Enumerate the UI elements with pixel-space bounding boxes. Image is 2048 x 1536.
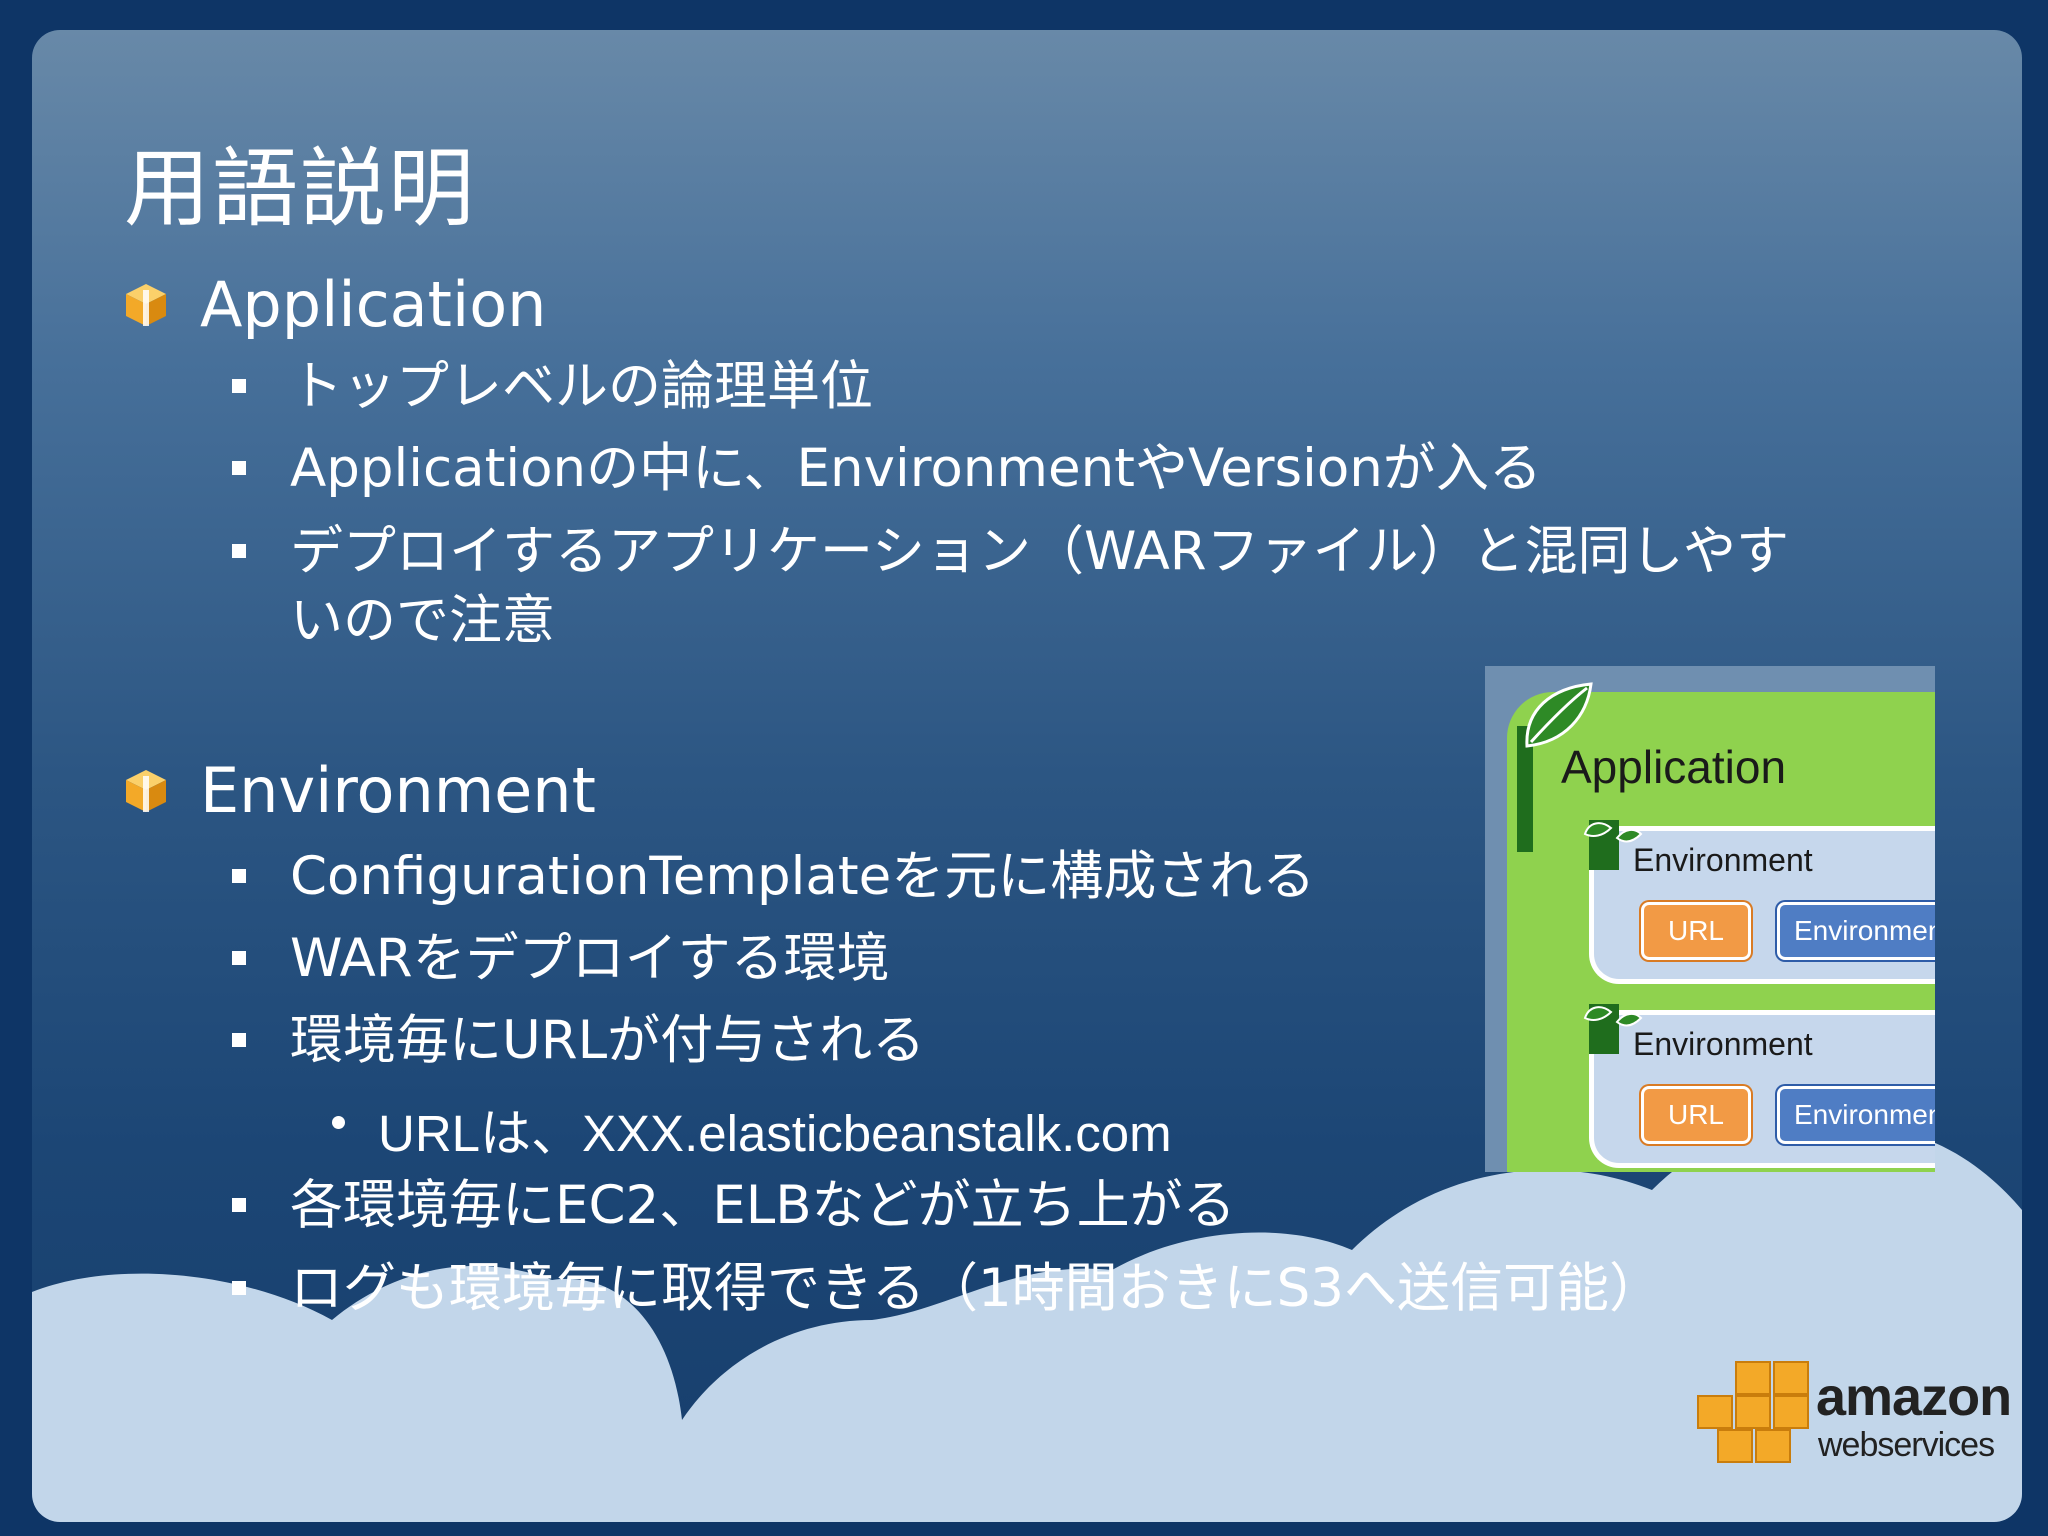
leaf-icon [1525, 682, 1593, 748]
slide: 用語説明 Application トップレベルの論理単位 Application… [32, 30, 2022, 1522]
square-bullet [232, 951, 246, 965]
environment-button: Environment [1777, 902, 1935, 960]
square-bullet [232, 544, 246, 558]
bullet-item: ConfigurationTemplateを元に構成される [290, 846, 1316, 907]
section-heading-application: Application [200, 268, 547, 341]
square-bullet [232, 1281, 246, 1295]
bullet-item: WARをデプロイする環境 [290, 928, 890, 989]
square-bullet [232, 461, 246, 475]
beanstalk-diagram: Application Environment URL Environment … [1485, 666, 1935, 1172]
bullet-item: デプロイするアプリケーション（WARファイル）と混同しやす [290, 521, 1789, 582]
environment-button: Environment [1777, 1086, 1935, 1144]
cloud-background [32, 1116, 2022, 1522]
bullet-item-continuation: いので注意 [290, 590, 555, 651]
section-heading-environment: Environment [200, 754, 596, 827]
square-bullet [232, 379, 246, 393]
url-button: URL [1641, 1086, 1751, 1144]
bullet-item: 環境毎にURLが付与される [290, 1010, 926, 1071]
square-bullet [232, 1033, 246, 1047]
slide-title: 用語説明 [124, 139, 476, 239]
box-bullet-icon [126, 770, 166, 812]
square-bullet [232, 1198, 246, 1212]
box-bullet-icon [126, 284, 166, 326]
leaf-icon [1583, 1006, 1643, 1027]
environment-label: Environment [1633, 842, 1813, 878]
logo-subtext: webservices [1818, 1426, 1995, 1464]
aws-logo: amazon webservices [1690, 1360, 2012, 1510]
round-bullet [332, 1116, 345, 1129]
sub-bullet-item: URLは、XXX.elasticbeanstalk.com [378, 1105, 1172, 1162]
bullet-item: 各環境毎にEC2、ELBなどが立ち上がる [290, 1175, 1236, 1236]
diagram-application-label: Application [1561, 741, 1787, 793]
aws-cubes-icon [1697, 1361, 1809, 1463]
url-button: URL [1641, 902, 1751, 960]
bullet-item: Applicationの中に、EnvironmentやVersionが入る [290, 438, 1542, 499]
sprout-stem-icon [1517, 726, 1533, 852]
bullet-item: ログも環境毎に取得できる（1時間おきにS3へ送信可能） [290, 1258, 1663, 1319]
environment-label: Environment [1633, 1026, 1813, 1062]
leaf-icon [1583, 822, 1643, 843]
logo-wordmark: amazon [1816, 1367, 2012, 1427]
bullet-item: トップレベルの論理単位 [290, 356, 873, 417]
square-bullet [232, 869, 246, 883]
